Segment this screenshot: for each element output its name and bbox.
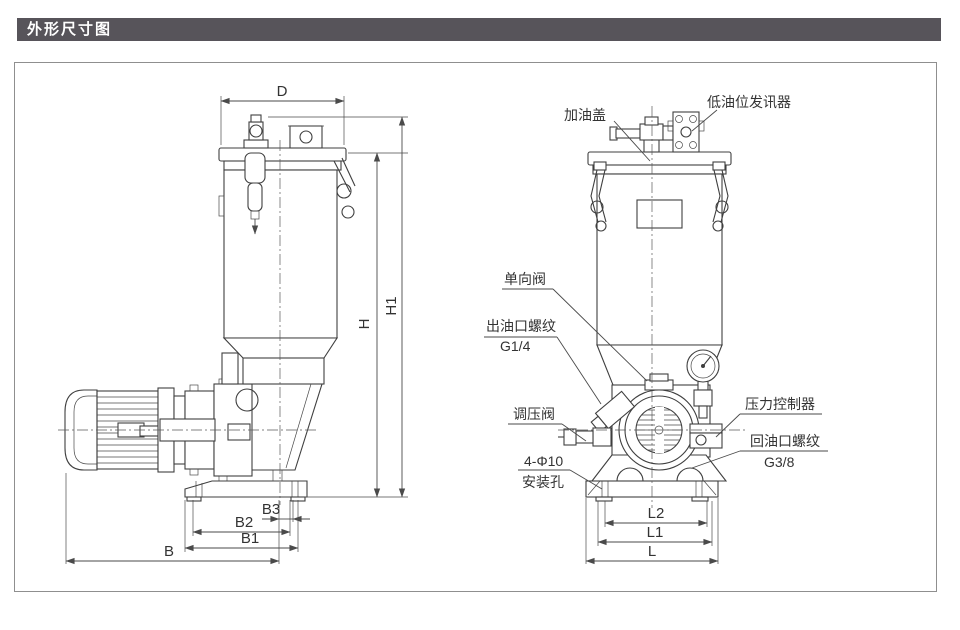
dim-b1-label: B1 xyxy=(241,530,259,547)
dim-h-label: H xyxy=(356,319,373,330)
drawing-frame xyxy=(14,62,937,592)
return-thread-label: 回油口螺纹 xyxy=(750,433,820,449)
dim-l-label: L xyxy=(648,543,656,560)
dimensions-left-view: D H H1 B3 xyxy=(65,83,408,565)
latch-right-front xyxy=(712,161,729,232)
left-side-view: D H H1 B3 xyxy=(58,83,408,565)
pedestal-side xyxy=(184,383,323,502)
dim-b-label: B xyxy=(164,543,174,560)
section-header-bar: 外形尺寸图 xyxy=(17,18,941,41)
dim-b2-label: B2 xyxy=(235,514,253,531)
front-view: L2 L1 L 加油盖 低油位发讯器 单向阀 出油口螺纹 G1/4 xyxy=(484,94,828,565)
dim-l2-label: L2 xyxy=(648,505,665,522)
pressure-gauge xyxy=(686,349,720,419)
page-title: 外形尺寸图 xyxy=(27,21,113,38)
dim-l1-label: L1 xyxy=(647,524,664,541)
regulating-valve xyxy=(558,390,636,447)
outlet-thread-label: 出油口螺纹 xyxy=(486,318,556,334)
mount-spec-label: 4-Φ10 xyxy=(524,453,563,469)
latch-left-front xyxy=(590,161,607,232)
latch-left-side xyxy=(244,152,266,235)
callouts: 加油盖 低油位发讯器 单向阀 出油口螺纹 G1/4 调压阀 4-Φ10 安装孔 xyxy=(484,94,828,490)
pressure-controller xyxy=(689,423,723,449)
level-sensor-side xyxy=(288,125,324,149)
check-valve xyxy=(644,373,674,391)
tank-front xyxy=(587,151,732,386)
pressure-controller-label: 压力控制器 xyxy=(745,396,815,412)
check-valve-label: 单向阀 xyxy=(504,271,546,287)
return-size-label: G3/8 xyxy=(764,454,795,470)
filler-cap-front xyxy=(609,116,664,153)
low-oil-level-sensor xyxy=(662,111,705,153)
dimensions-front-view: L2 L1 L xyxy=(585,498,719,565)
low-oil-sensor-label: 低油位发讯器 xyxy=(707,94,791,110)
dim-h1-label: H1 xyxy=(383,296,400,315)
filler-cap-side xyxy=(243,114,269,149)
regulator-valve-label: 调压阀 xyxy=(513,406,555,422)
tank-side xyxy=(218,147,347,385)
mount-holes-label: 安装孔 xyxy=(522,474,564,490)
filler-cap-label: 加油盖 xyxy=(564,107,606,123)
outlet-size-label: G1/4 xyxy=(500,338,531,354)
latch-right-side xyxy=(333,157,356,219)
dim-b3-label: B3 xyxy=(262,501,280,518)
dim-d-label: D xyxy=(277,83,288,100)
